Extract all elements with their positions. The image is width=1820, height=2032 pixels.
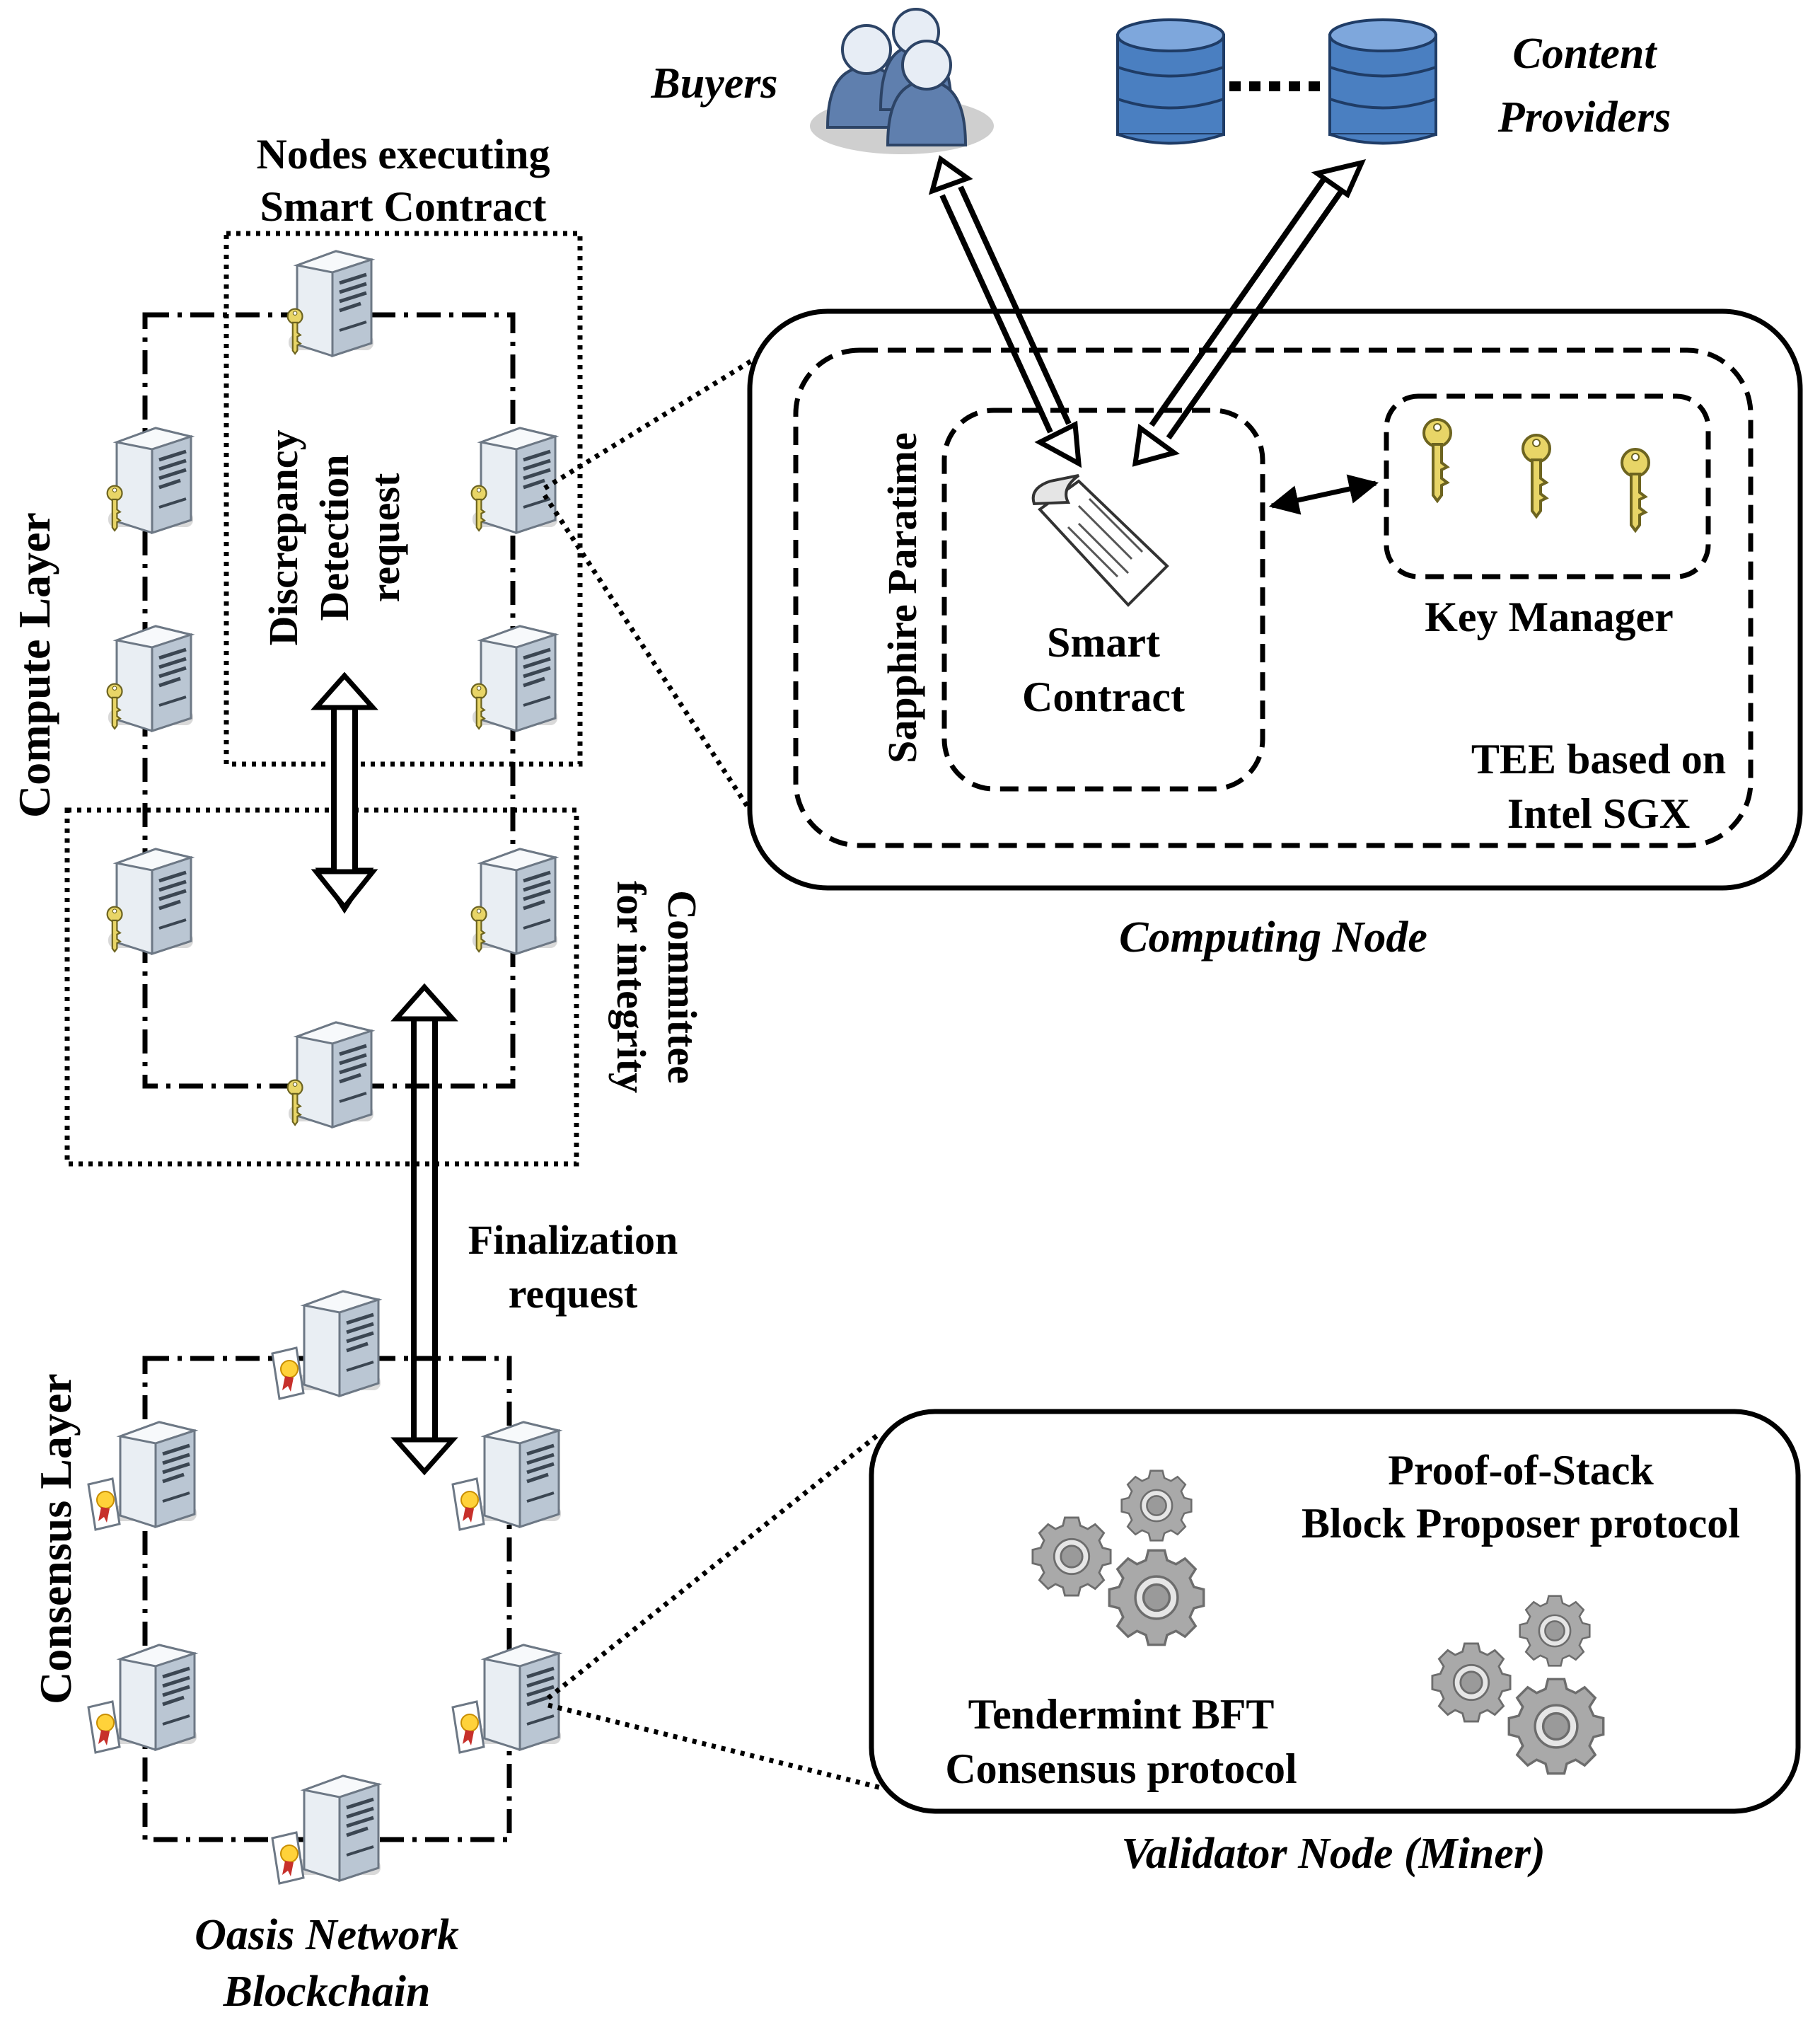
sapphire-paratime-label: Sapphire Paratime [879, 432, 925, 763]
content-providers-label-line1: Content [1512, 30, 1657, 78]
blockchain-label-line2: Blockchain [223, 1968, 431, 2016]
blockchain-label-line1: Oasis Network [195, 1911, 459, 1959]
discrepancy-label-line1: Discrepancy [260, 429, 306, 645]
validator-server-icon [87, 1422, 197, 1531]
buyers-users-icon [810, 8, 994, 154]
bft-label-line2: Consensus protocol [945, 1745, 1297, 1792]
validator-server-icon [271, 1776, 381, 1885]
contract-key-manager-arrow [1268, 474, 1379, 515]
committee-box [64, 807, 579, 1167]
computing-node-caption: Computing Node [1119, 913, 1427, 962]
compute-layer-label: Compute Layer [9, 512, 59, 818]
buyers-label: Buyers [650, 59, 777, 108]
smart-contract-label-line2: Contract [1022, 674, 1185, 720]
bft-label-line1: Tendermint BFT [968, 1691, 1275, 1738]
nodes-executing-label-line1: Nodes executing [257, 131, 550, 178]
committee-label-line2: for integrity [608, 881, 654, 1093]
content-providers-label-line2: Providers [1497, 93, 1671, 142]
consensus-servers [87, 1291, 561, 1885]
discrepancy-label-line3: request [362, 473, 408, 602]
smart-contract-scroll-icon [1031, 474, 1169, 607]
compute-server-icon [288, 1022, 373, 1127]
validator-server-icon [87, 1645, 197, 1754]
content-provider-database-icon-1 [1116, 18, 1225, 145]
nodes-executing-box [224, 231, 583, 767]
validator-zoom-line-lower [547, 1702, 885, 1791]
smart-contract-label-line1: Smart [1047, 619, 1160, 666]
compute-server-icon [472, 849, 557, 954]
compute-server-icon [108, 849, 193, 954]
key-manager-label: Key Manager [1425, 594, 1674, 640]
smart-contract-box [941, 408, 1265, 792]
validator-server-icon [451, 1422, 561, 1531]
validator-node-caption: Validator Node (Miner) [1121, 1830, 1545, 1878]
tee-box [793, 347, 1754, 848]
pos-label-line1: Proof-of-Stack [1388, 1447, 1654, 1494]
compute-server-icon [108, 428, 193, 533]
nodes-executing-label-line2: Smart Contract [260, 183, 547, 230]
finalization-arrow-head-down [390, 1437, 458, 1476]
zoom-line-lower [543, 494, 752, 812]
discrepancy-label-line2: Detection [311, 454, 357, 620]
committee-label: Committee for integrity [608, 881, 705, 1093]
validator-zoom-line-upper [546, 1431, 883, 1700]
validator-server-icon [271, 1291, 381, 1400]
buyers-contract-arrow [928, 155, 1082, 468]
consensus-layer-label: Consensus Layer [30, 1373, 81, 1704]
finalization-label-line1: Finalization [468, 1217, 678, 1263]
consensus-ring [142, 1356, 512, 1842]
discrepancy-label: Discrepancy Detection request [260, 429, 408, 645]
tee-label-line1: TEE based on [1471, 736, 1726, 783]
compute-server-icon [288, 251, 373, 356]
compute-server-icon [472, 428, 557, 533]
finalization-arrow-head-up [390, 983, 458, 1022]
validator-server-icon [451, 1645, 561, 1754]
content-provider-database-icon-2 [1328, 18, 1437, 145]
compute-server-icon [472, 626, 557, 731]
tee-label-line2: Intel SGX [1507, 790, 1690, 837]
pos-label-line2: Block Proposer protocol [1302, 1500, 1740, 1547]
finalization-label-line2: request [509, 1271, 638, 1317]
compute-server-icon [108, 626, 193, 731]
providers-contract-arrow [1132, 158, 1367, 467]
committee-label-line1: Committee [659, 890, 705, 1084]
key-manager-box [1384, 393, 1711, 579]
